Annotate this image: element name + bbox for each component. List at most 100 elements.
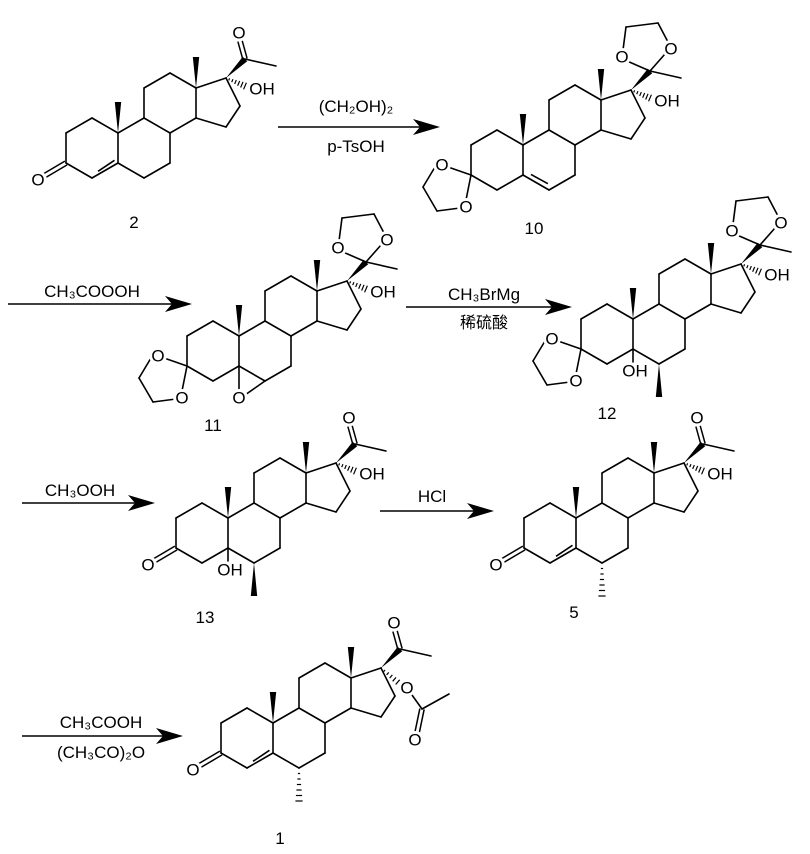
bond (290, 320, 318, 337)
compound-label-5: 5 (569, 603, 578, 622)
bond (580, 348, 608, 365)
bond (365, 244, 382, 263)
bond (622, 26, 627, 51)
bond (264, 365, 292, 382)
bond (91, 117, 119, 134)
acetyl-carbonyl (237, 41, 244, 60)
methyl-wedge-c6 (250, 563, 258, 596)
bond (575, 502, 603, 519)
bond (272, 707, 300, 724)
acetyl-wedge (381, 646, 403, 668)
hydroxyl-c5: OH (217, 561, 243, 580)
arrows (8, 119, 572, 744)
structure-5: OOOH (486, 406, 736, 597)
ketal-wedge (347, 259, 369, 281)
bond (658, 303, 686, 320)
methyl-wedge-c18 (347, 647, 355, 678)
bond (767, 196, 779, 217)
bond (201, 547, 229, 564)
acetyl-carbonyl (351, 425, 358, 444)
bond (341, 213, 375, 219)
hydroxyl-hash-c17 (743, 264, 762, 276)
bond (740, 291, 756, 314)
compound-label-13: 13 (196, 608, 215, 627)
bond (546, 381, 571, 386)
bond (227, 502, 255, 519)
bond (422, 186, 438, 212)
bond (548, 129, 576, 146)
bond (279, 457, 307, 474)
carbonyl-bond (197, 750, 221, 765)
arrow-head (156, 728, 183, 744)
methyl-wedge-c19 (572, 487, 580, 518)
bond (335, 462, 351, 492)
ketone-oxygen: O (31, 171, 44, 190)
acetyl-carbonyl (347, 426, 354, 445)
bond (163, 357, 188, 367)
hydroxyl-hash-c17 (633, 90, 652, 102)
methyl-wedge-c6 (655, 364, 663, 397)
bond (523, 547, 551, 564)
bond (532, 360, 548, 386)
bond (316, 280, 348, 292)
reagent-5-above: HCl (418, 487, 446, 506)
methyl-hash-c6 (295, 772, 303, 802)
epoxide-oxygen: O (232, 389, 245, 408)
hydroxyl-c17: OH (370, 283, 396, 302)
reagent-6-above: CH₃COOH (60, 713, 142, 732)
bond (175, 547, 203, 564)
reagent-1-below: p-TsOH (327, 137, 385, 156)
hydroxyl-hash-c17 (338, 463, 357, 475)
bond (549, 502, 577, 519)
bond (465, 174, 472, 201)
bond (316, 320, 348, 331)
ketal-oxygen: O (175, 389, 188, 408)
bond (181, 365, 188, 392)
bond (152, 398, 177, 403)
bond (649, 53, 666, 72)
bond (220, 752, 248, 769)
bond (298, 707, 326, 724)
acetoxy-hash-c17 (383, 669, 404, 689)
bond (264, 275, 292, 292)
acetyl-carbonyl (241, 40, 248, 59)
methyl-wedge-c18 (313, 260, 321, 291)
hydroxyl-c17: OH (654, 92, 680, 111)
bond (548, 174, 576, 191)
reaction-arrow-6 (22, 728, 183, 744)
bond (324, 662, 352, 679)
bond (246, 752, 274, 769)
bond (346, 308, 362, 331)
bond (683, 490, 699, 513)
hydroxyl-c17: OH (764, 266, 790, 285)
bond (143, 117, 171, 134)
reagent-1-above: (CH₂OH)₂ (319, 97, 394, 116)
bond (380, 667, 396, 697)
bond (212, 320, 240, 337)
bond (522, 174, 550, 191)
reaction-arrow-2 (8, 296, 192, 312)
hydroxyl-c17: OH (249, 80, 275, 99)
bond (354, 443, 387, 452)
reagent-2-above: CH₃COOOH (44, 282, 140, 301)
reagent-6-below: (CH₃CO)₂O (57, 743, 145, 762)
carbonyl-bond (199, 754, 223, 769)
reaction-arrow-3 (406, 299, 572, 315)
bond (244, 58, 277, 67)
bond (290, 275, 318, 292)
structure-2: OOOH (28, 21, 277, 193)
bond (305, 462, 337, 474)
bond (143, 162, 171, 179)
bond (138, 377, 154, 403)
reagent-3-below: 稀硫酸 (460, 313, 508, 332)
ketal-wedge (741, 242, 763, 264)
bond (399, 648, 432, 657)
bond (574, 84, 602, 101)
acetoxy-carbonyl-oxygen: O (408, 731, 421, 750)
acetyl-wedge (226, 56, 248, 78)
acetoxy-carbonyl (414, 708, 421, 733)
